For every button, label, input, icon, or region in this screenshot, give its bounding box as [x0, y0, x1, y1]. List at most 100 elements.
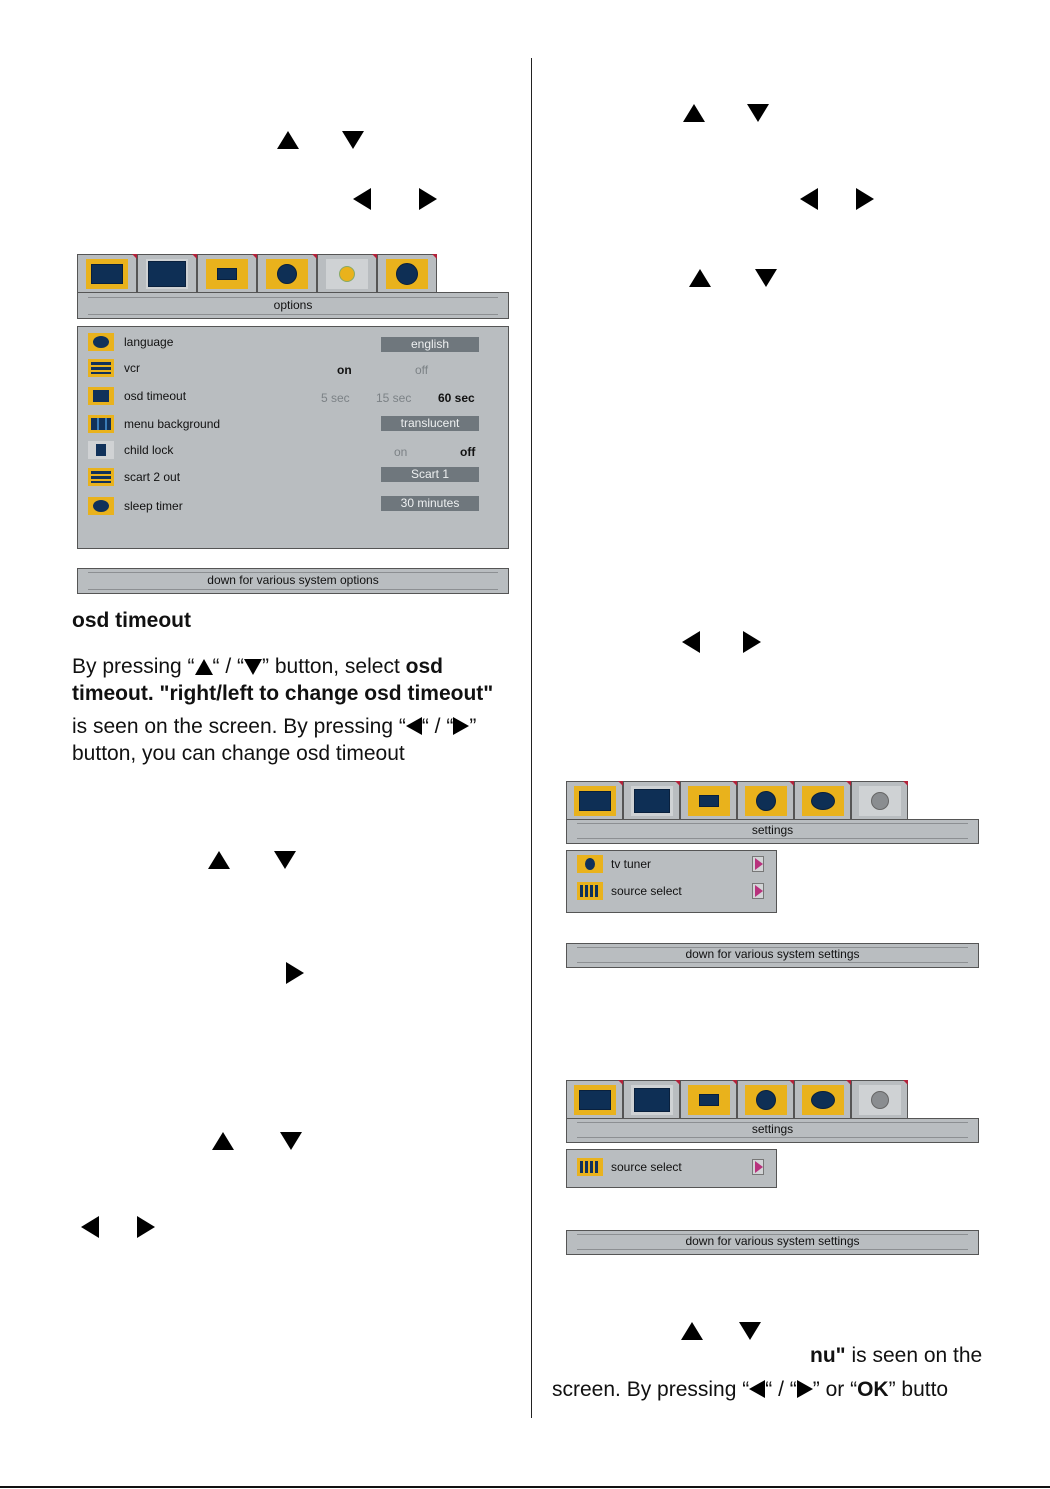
option-row-menu-background[interactable]: menu background translucent — [78, 413, 508, 435]
right-arrow-icon — [419, 188, 437, 210]
tab-install[interactable] — [851, 781, 908, 819]
settings-2-hint-bar: down for various system settings — [566, 1230, 979, 1255]
layers-icon — [88, 415, 114, 433]
tab-screen[interactable] — [623, 1080, 680, 1118]
down-arrow-icon — [244, 659, 263, 675]
options-title-bar: options — [77, 292, 509, 319]
settings-menu-2-tabs — [566, 1080, 908, 1118]
page-bottom-rule — [0, 1486, 1050, 1488]
options-hint: down for various system options — [207, 573, 379, 587]
text-span: screen. By pressing “ — [552, 1378, 750, 1401]
tab-feature[interactable] — [680, 781, 737, 819]
settings-item-label: source select — [611, 884, 682, 898]
settings-item-source-select[interactable]: source select — [567, 1156, 776, 1178]
source-icon — [577, 1158, 603, 1176]
settings-item-label: tv tuner — [611, 857, 652, 871]
option-choice[interactable]: 5 sec — [321, 391, 350, 405]
option-row-child-lock[interactable]: child lock on off — [78, 439, 508, 461]
options-icon — [801, 1084, 844, 1115]
text-bold: nu" — [810, 1344, 846, 1367]
option-row-sleep-timer[interactable]: sleep timer 30 minutes — [78, 495, 508, 517]
options-panel: language english vcr on off osd timeout … — [77, 326, 509, 549]
text-span: is seen on the — [845, 1344, 983, 1367]
clock-icon — [88, 497, 114, 515]
sound-icon — [266, 258, 308, 289]
screen-icon — [146, 258, 188, 289]
tab-options[interactable] — [794, 781, 851, 819]
left-arrow-icon — [682, 631, 700, 653]
right-text-line-2: screen. By pressing ““ / “” or “OK” butt… — [552, 1376, 948, 1403]
option-choice[interactable]: 60 sec — [438, 391, 475, 405]
option-choice[interactable]: off — [415, 363, 429, 377]
tab-picture[interactable] — [77, 254, 137, 292]
left-arrow-icon — [81, 1216, 99, 1238]
option-label: osd timeout — [124, 389, 187, 403]
sound-icon — [744, 1084, 787, 1115]
text-span: ” — [469, 715, 477, 738]
tab-options[interactable] — [317, 254, 377, 292]
down-arrow-icon — [739, 1322, 761, 1340]
options-hint-bar: down for various system options — [77, 568, 509, 594]
option-row-scart-2-out[interactable]: scart 2 out Scart 1 — [78, 466, 508, 488]
option-choice[interactable]: 15 sec — [376, 391, 412, 405]
settings-1-hint: down for various system settings — [685, 947, 860, 961]
settings-item-label: source select — [611, 1160, 682, 1174]
submenu-arrow-icon — [752, 1159, 764, 1175]
text-bold: OK — [857, 1378, 889, 1401]
tab-sound[interactable] — [737, 781, 794, 819]
tab-install[interactable] — [377, 254, 437, 292]
option-row-osd-timeout[interactable]: osd timeout 5 sec 15 sec 60 sec — [78, 385, 508, 407]
option-choice[interactable]: on — [394, 445, 408, 459]
text-span: is seen on the screen. By pressing “ — [72, 715, 406, 738]
text-bold: timeout. "right/left to change osd timeo… — [72, 682, 494, 705]
up-arrow-icon — [683, 104, 705, 122]
tab-sound[interactable] — [257, 254, 317, 292]
settings-item-source-select[interactable]: source select — [567, 880, 776, 902]
right-arrow-icon — [453, 717, 470, 735]
tab-screen[interactable] — [137, 254, 197, 292]
osd-timeout-heading: osd timeout — [72, 609, 191, 632]
option-label: sleep timer — [124, 499, 183, 513]
settings-item-tv-tuner[interactable]: tv tuner — [567, 853, 776, 875]
settings-menu-1-tabs — [566, 781, 908, 819]
tab-feature[interactable] — [680, 1080, 737, 1118]
tab-screen[interactable] — [623, 781, 680, 819]
up-arrow-icon — [681, 1322, 703, 1340]
tab-sound[interactable] — [737, 1080, 794, 1118]
tab-picture[interactable] — [566, 781, 623, 819]
text-bold: osd — [405, 655, 443, 678]
screen-icon — [630, 1084, 673, 1115]
up-arrow-icon — [689, 269, 711, 287]
tab-install[interactable] — [851, 1080, 908, 1118]
osd-timeout-paragraph-2: is seen on the screen. By pressing ““ / … — [72, 713, 518, 767]
up-arrow-icon — [212, 1132, 234, 1150]
feature-icon — [206, 258, 248, 289]
option-label: menu background — [124, 417, 221, 431]
bars-icon — [88, 468, 114, 486]
right-arrow-icon — [743, 631, 761, 653]
down-arrow-icon — [747, 104, 769, 122]
install-icon — [858, 1084, 901, 1115]
text-span: ” button, select — [262, 655, 406, 678]
picture-icon — [573, 1084, 616, 1115]
tab-picture[interactable] — [566, 1080, 623, 1118]
tv-tuner-icon — [577, 855, 603, 873]
option-label: scart 2 out — [124, 470, 181, 484]
text-span: “ / “ — [212, 655, 245, 678]
up-arrow-icon — [208, 851, 230, 869]
option-choice[interactable]: on — [337, 363, 352, 377]
sound-icon — [744, 785, 787, 816]
option-row-language[interactable]: language english — [78, 331, 508, 353]
picture-icon — [573, 785, 616, 816]
right-arrow-icon — [856, 188, 874, 210]
option-value: english — [381, 337, 479, 352]
up-arrow-icon — [194, 659, 213, 675]
submenu-arrow-icon — [752, 856, 764, 872]
settings-2-hint: down for various system settings — [685, 1234, 860, 1248]
options-icon — [326, 258, 368, 289]
option-choice[interactable]: off — [460, 445, 476, 459]
globe-icon — [88, 333, 114, 351]
option-row-vcr[interactable]: vcr on off — [78, 357, 508, 379]
tab-options[interactable] — [794, 1080, 851, 1118]
tab-feature[interactable] — [197, 254, 257, 292]
